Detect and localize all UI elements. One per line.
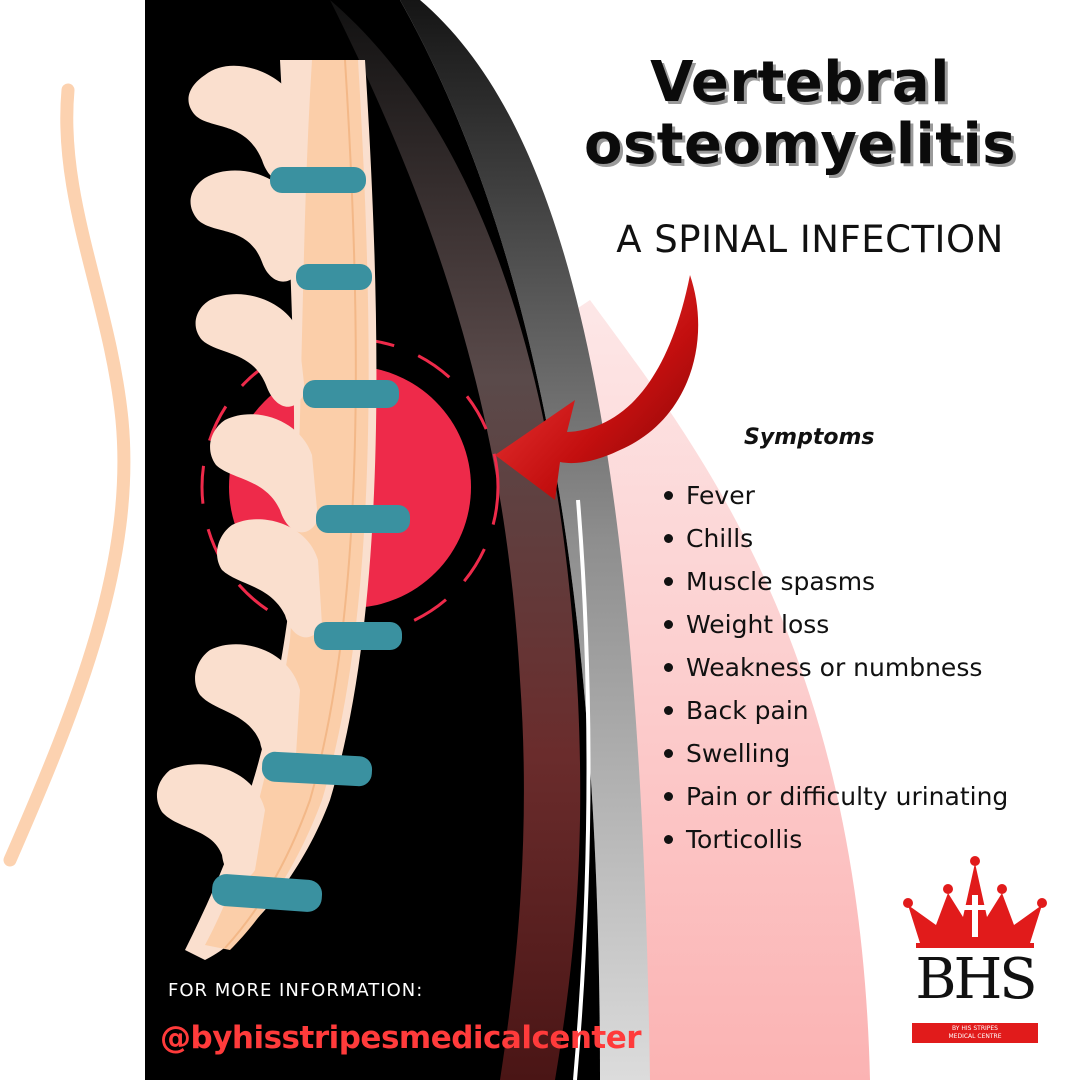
logo-band-line-1: BY HIS STRIPES [952,1025,998,1032]
symptom-item: Muscle spasms [662,560,1008,603]
symptom-item: Pain or difficulty urinating [662,775,1008,818]
dark-swoosh [330,0,581,1080]
intervertebral-discs [211,167,410,912]
title-line-2: osteomyelitis [583,112,1017,177]
symptom-item: Weight loss [662,603,1008,646]
bhs-logo: BHS BY HIS STRIPES MEDICAL CENTRE [902,855,1048,1050]
white-line [573,499,591,1080]
symptom-item: Torticollis [662,818,1008,861]
subtitle: A SPINAL INFECTION [616,218,1004,261]
decorative-curve [3,83,131,867]
symptom-item: Fever [662,474,1008,517]
crown-icon [903,856,1047,948]
social-handle: @byhisstripesmedicalcenter [160,1020,642,1056]
logo-band: BY HIS STRIPES MEDICAL CENTRE [912,1023,1038,1043]
logo-band-line-2: MEDICAL CENTRE [948,1033,1002,1040]
logo-letters: BHS [915,947,1037,1012]
grey-swoosh [400,0,650,1080]
pointer-arrow [495,275,699,500]
more-info-label: FOR MORE INFORMATION: [168,980,424,1001]
symptom-item: Weakness or numbness [662,646,1008,689]
symptoms-heading: Symptoms [744,425,875,450]
title-line-1: Vertebral [650,50,950,115]
page-title: Vertebral osteomyelitis [560,52,1040,176]
symptom-item: Swelling [662,732,1008,775]
symptom-item: Back pain [662,689,1008,732]
symptom-item: Chills [662,517,1008,560]
infection-dashed-ring [200,337,500,637]
symptom-list: Fever Chills Muscle spasms Weight loss W… [662,474,1008,861]
vertebral-processes [156,65,322,880]
